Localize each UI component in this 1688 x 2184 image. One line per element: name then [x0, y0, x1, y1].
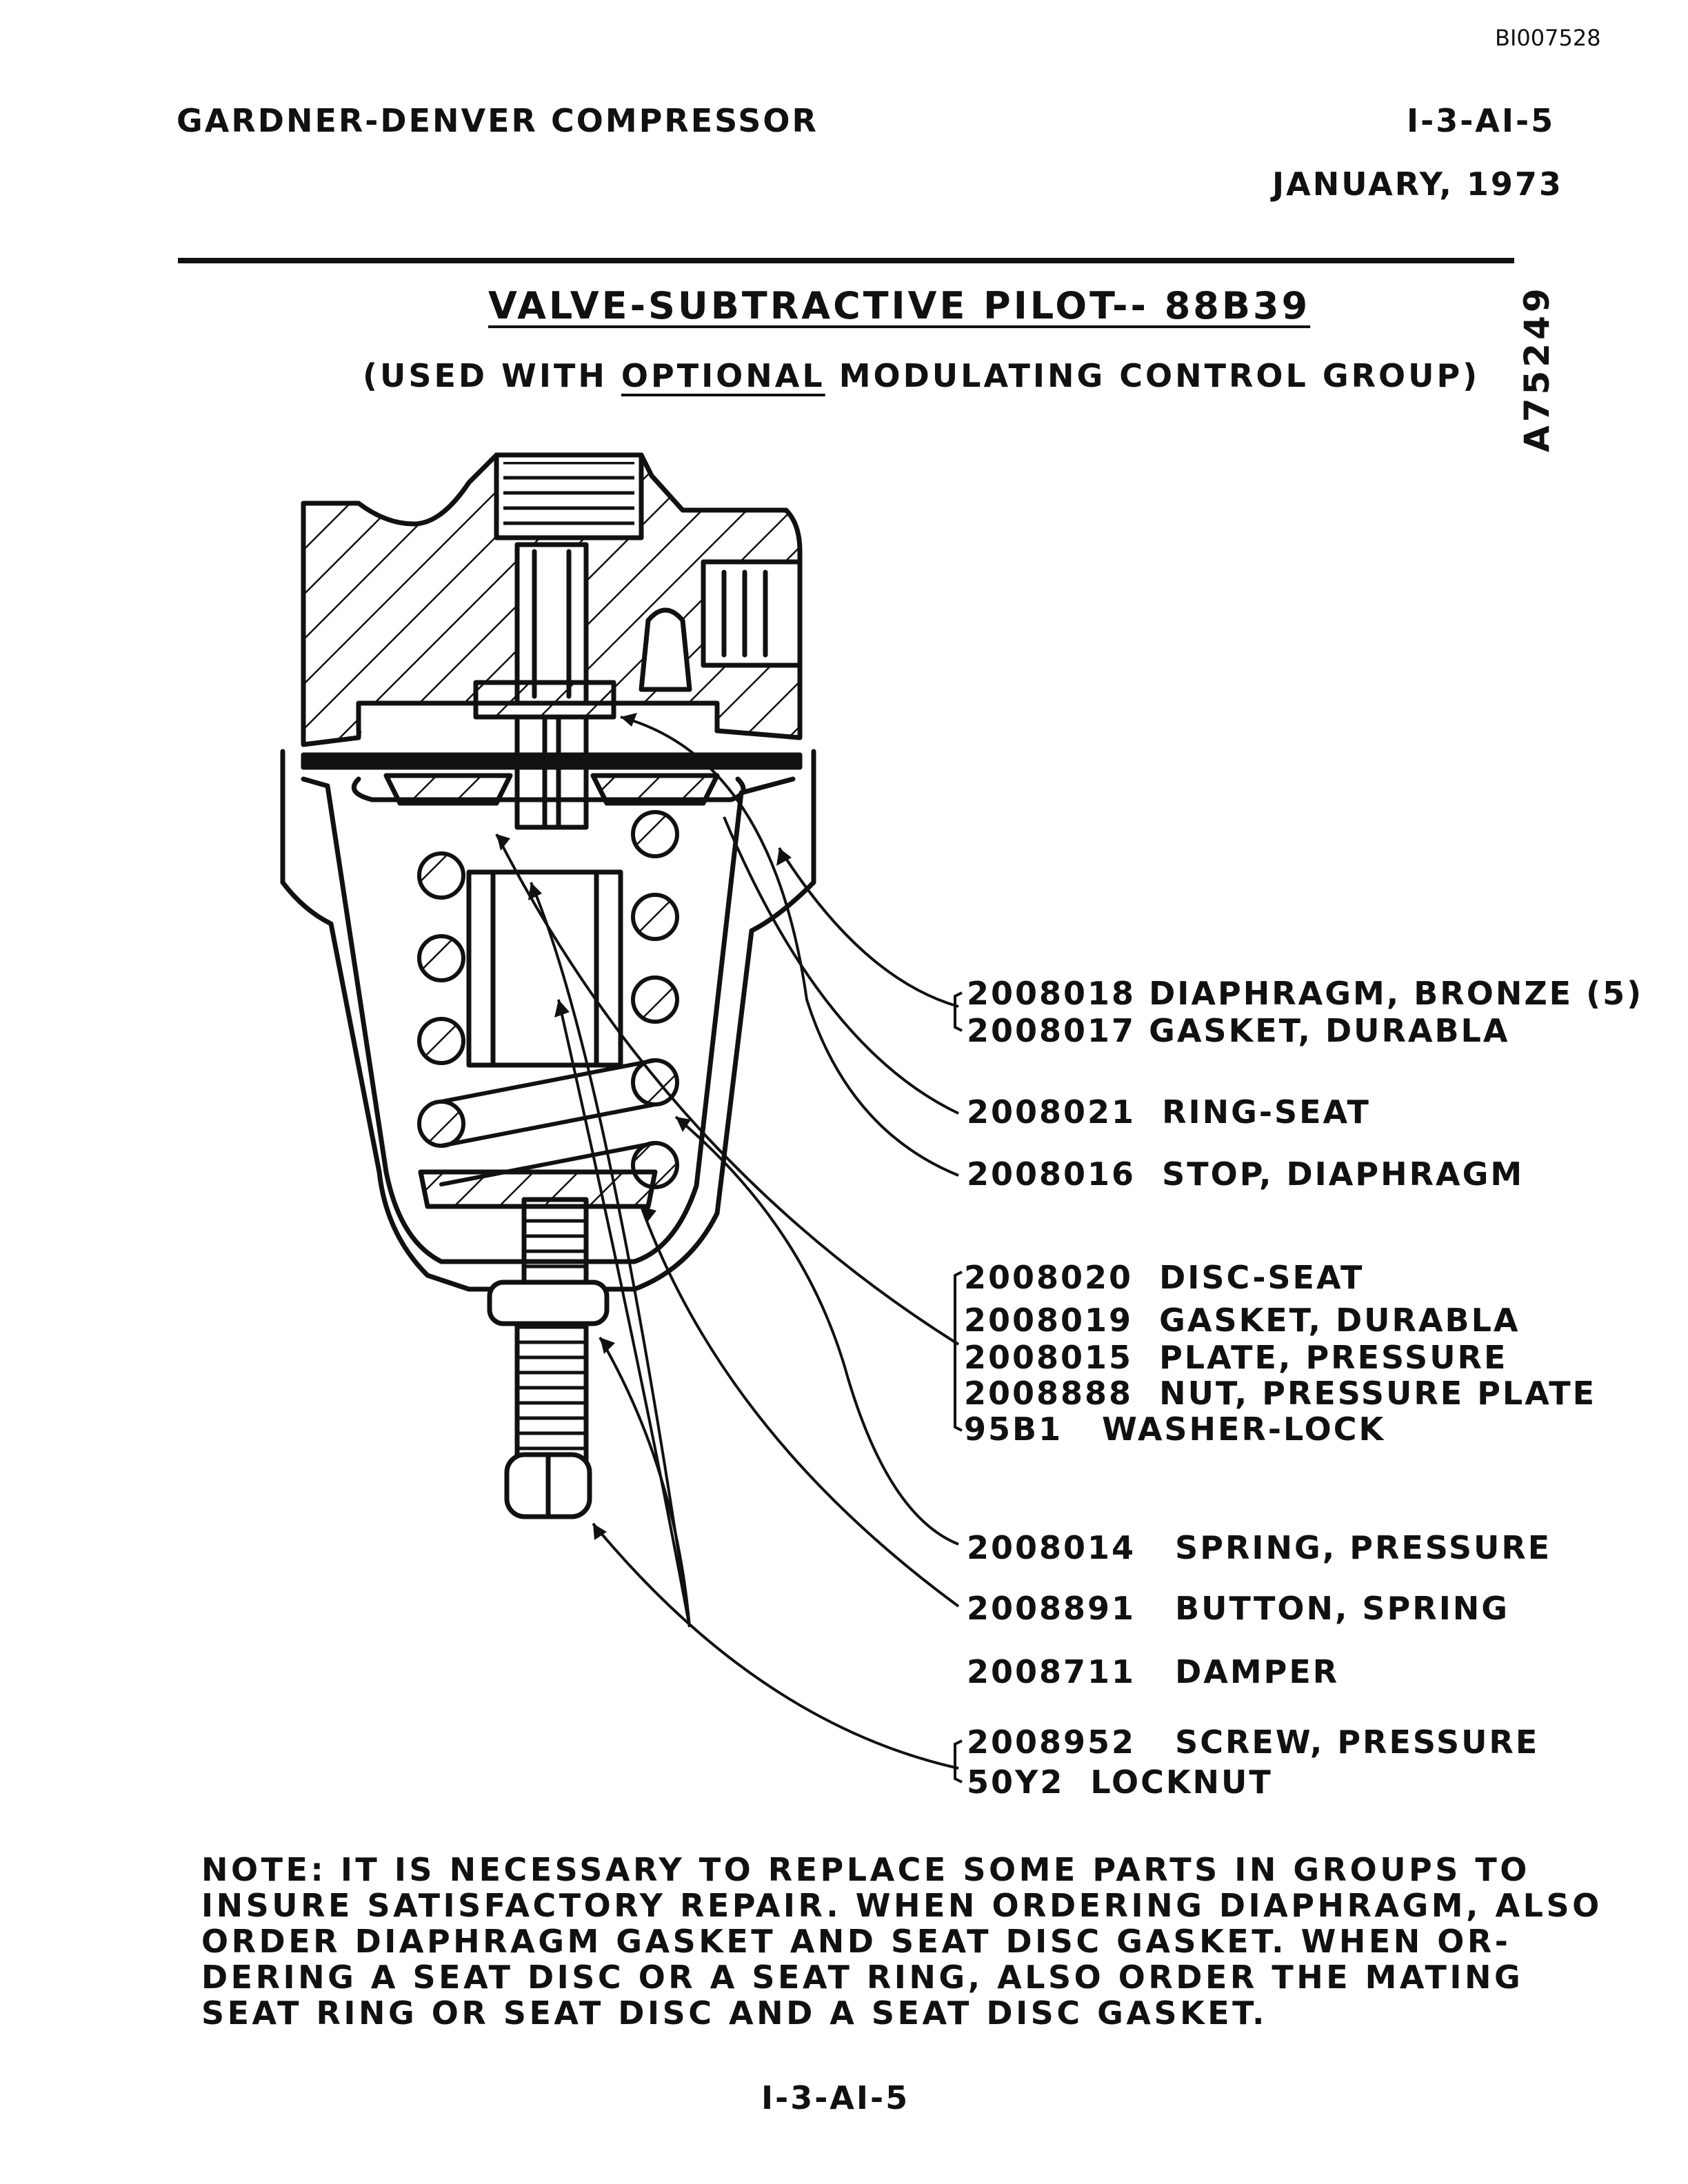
- part-description: DIAPHRAGM, BRONZE (5): [1149, 975, 1644, 1012]
- part-number: 2008019: [964, 1302, 1134, 1339]
- company-name: GARDNER-DENVER COMPRESSOR: [177, 102, 818, 139]
- part-description: STOP, DIAPHRAGM: [1162, 1155, 1525, 1193]
- document-id: BI007528: [1495, 25, 1601, 51]
- part-description: BUTTON, SPRING: [1175, 1590, 1510, 1627]
- page-subtitle: (USED WITH OPTIONAL MODULATING CONTROL G…: [363, 357, 1480, 394]
- part-callout: 2008016 STOP, DIAPHRAGM: [967, 1155, 1524, 1193]
- subtitle-after: MODULATING CONTROL GROUP): [838, 357, 1480, 394]
- part-callout: 2008888 NUT, PRESSURE PLATE: [964, 1375, 1596, 1412]
- page-title: VALVE-SUBTRACTIVE PILOT-- 88B39: [488, 284, 1311, 327]
- part-callout: 2008019 GASKET, DURABLA: [964, 1302, 1520, 1339]
- part-description: PLATE, PRESSURE: [1159, 1339, 1508, 1376]
- spring-button: [521, 1197, 589, 1292]
- note-block: NOTE: IT IS NECESSARY TO REPLACE SOME PA…: [201, 1852, 1602, 2031]
- note-line: ORDER DIAPHRAGM GASKET AND SEAT DISC GAS…: [201, 1923, 1511, 1960]
- note-line: SEAT RING OR SEAT DISC AND A SEAT DISC G…: [201, 1994, 1268, 2032]
- part-number: 2008014: [967, 1529, 1136, 1566]
- note-line: NOTE: IT IS NECESSARY TO REPLACE SOME PA…: [201, 1851, 1530, 1888]
- part-number: 2008018: [967, 975, 1136, 1012]
- section-number: I-3-AI-5: [1407, 102, 1556, 139]
- part-description: GASKET, DURABLA: [1159, 1302, 1520, 1339]
- stem-nut: [473, 680, 616, 720]
- part-callout: 2008014 SPRING, PRESSURE: [967, 1529, 1551, 1566]
- part-description: SCREW, PRESSURE: [1175, 1723, 1540, 1761]
- part-number: 2008888: [964, 1375, 1134, 1412]
- part-callout: 2008020 DISC-SEAT: [964, 1259, 1364, 1296]
- part-description: DISC-SEAT: [1159, 1259, 1365, 1296]
- part-number: 95B1: [964, 1410, 1063, 1448]
- part-number: 2008015: [964, 1339, 1134, 1376]
- part-description: SPRING, PRESSURE: [1175, 1529, 1552, 1566]
- part-callout: 95B1 WASHER-LOCK: [964, 1410, 1385, 1448]
- page-number: I-3-AI-5: [761, 2079, 910, 2116]
- pressure-plate: [418, 1169, 658, 1209]
- header-rule: [178, 258, 1514, 263]
- part-callout: 2008017 GASKET, DURABLA: [967, 1012, 1509, 1049]
- bonnet-boss: [487, 1280, 610, 1326]
- part-description: GASKET, DURABLA: [1149, 1012, 1510, 1049]
- part-description: NUT, PRESSURE PLATE: [1159, 1375, 1597, 1412]
- part-number: 2008020: [964, 1259, 1134, 1296]
- part-callout: 2008015 PLATE, PRESSURE: [964, 1339, 1507, 1376]
- seat-ring-cone: [639, 607, 692, 692]
- subtitle-before: (USED WITH: [363, 357, 607, 394]
- note-line: DERING A SEAT DISC OR A SEAT RING, ALSO …: [201, 1959, 1524, 1996]
- part-callout: 2008952 SCREW, PRESSURE: [967, 1723, 1539, 1761]
- part-number: 2008891: [967, 1590, 1136, 1627]
- part-number: 2008021: [967, 1093, 1136, 1131]
- pressure-screw: [514, 1321, 589, 1464]
- part-description: RING-SEAT: [1162, 1093, 1371, 1131]
- part-description: LOCKNUT: [1090, 1763, 1273, 1801]
- note-line: INSURE SATISFACTORY REPAIR. WHEN ORDERIN…: [201, 1887, 1602, 1924]
- pressure-spring: [417, 810, 679, 1189]
- part-number: 2008952: [967, 1723, 1136, 1761]
- diaphragm: [301, 752, 803, 770]
- part-description: DAMPER: [1175, 1653, 1340, 1690]
- part-callout: 50Y2 LOCKNUT: [967, 1763, 1273, 1801]
- document-date: JANUARY, 1973: [1272, 165, 1563, 203]
- part-number: 2008017: [967, 1012, 1136, 1049]
- part-number: 2008711: [967, 1653, 1136, 1690]
- part-callout: 2008018 DIAPHRAGM, BRONZE (5): [967, 975, 1643, 1012]
- side-fitting: [701, 559, 803, 668]
- part-callout: 2008021 RING-SEAT: [967, 1093, 1371, 1131]
- part-description: WASHER-LOCK: [1102, 1410, 1386, 1448]
- part-callout: 2008891 BUTTON, SPRING: [967, 1590, 1509, 1627]
- diaphragm-stop: [383, 773, 513, 806]
- subtitle-optional: OPTIONAL: [621, 357, 825, 394]
- part-number: 50Y2: [967, 1763, 1065, 1801]
- part-number: 2008016: [967, 1155, 1136, 1193]
- part-callout: 2008711 DAMPER: [967, 1653, 1339, 1690]
- pilot-stem: [514, 542, 589, 706]
